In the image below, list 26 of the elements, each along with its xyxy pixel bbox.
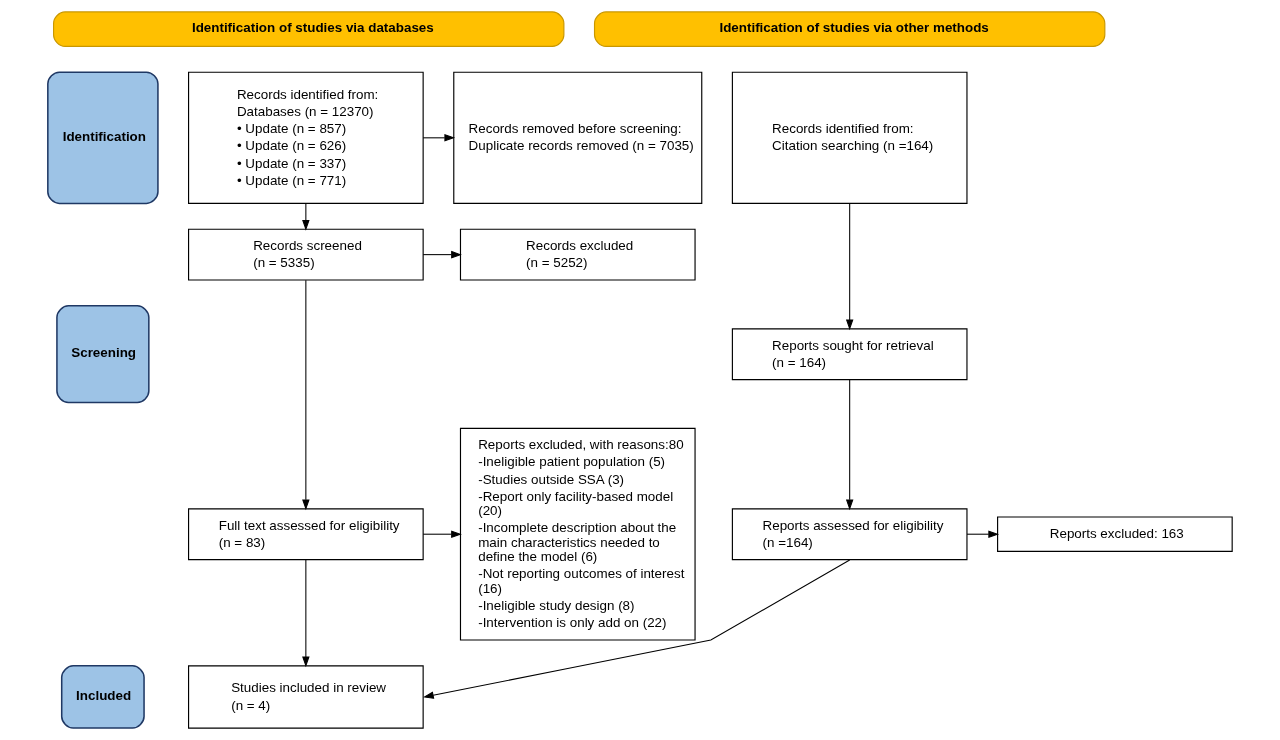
node-box: Identification of studies via other methods xyxy=(593,11,1106,47)
node-box: Records identified from: Databases (n = 12370) • Update (n = 857) • Update (n = 626) • Update (n = 337) • Update (n = 771) xyxy=(188,71,424,204)
node-box: Records identified from: Citation searching (n =164) xyxy=(731,71,968,204)
node-box: Reports excluded: 163 xyxy=(997,516,1233,552)
node-box: Records excluded (n = 5252) xyxy=(459,228,696,281)
node-box: Screening xyxy=(56,305,150,404)
node-box: Included xyxy=(60,665,145,729)
arrow xyxy=(302,203,310,231)
node-box: Identification xyxy=(47,71,159,205)
arrow xyxy=(302,559,310,668)
node-box: Identification of studies via databases xyxy=(53,11,565,47)
arrow xyxy=(423,559,851,699)
node-box: Reports excluded, with reasons:80 -Ineligible patient population (5) -Studies outside SSA (3) -Report only facility-based model (20) -Incomplete description about the main characteristics needed to define the model (6) -Not reporting outcomes of interest (16) -Ineligible study design (8) -Intervention is only add on (22) xyxy=(459,427,696,641)
arrow xyxy=(845,379,854,511)
arrow xyxy=(845,202,854,331)
node-box: Full text assessed for eligibility (n = 83) xyxy=(188,508,424,561)
arrow xyxy=(422,530,462,538)
node-box: Records screened (n = 5335) xyxy=(188,228,424,281)
arrow xyxy=(302,279,310,511)
arrow xyxy=(422,250,462,259)
node-box: Reports sought for retrieval (n = 164) xyxy=(731,328,968,381)
node-box: Studies included in review (n = 4) xyxy=(188,665,424,729)
node-box: Reports assessed for eligibility (n =164) xyxy=(731,508,968,561)
arrow xyxy=(966,530,1000,538)
arrow xyxy=(422,134,456,142)
node-box: Records removed before screening: Duplicate records removed (n = 7035) xyxy=(453,71,703,204)
